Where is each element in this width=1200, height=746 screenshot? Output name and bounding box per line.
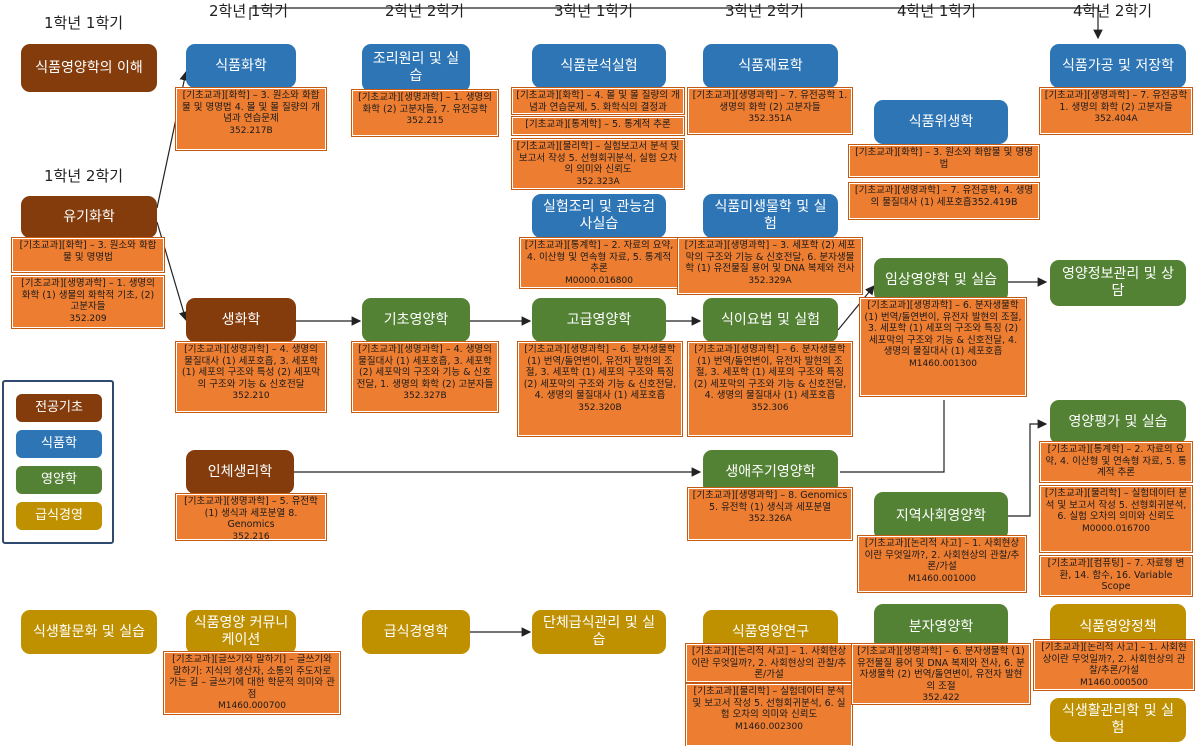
course-dietary-management[interactable]: 식생활관리학 및 실험 <box>1050 698 1186 742</box>
prereq-note: [기초교과][화학] – 4. 몰 및 몰 질량의 개념과 연습문제, 5. 화… <box>511 87 685 115</box>
course-clinical-nutrition[interactable]: 임상영양학 및 실습 <box>874 258 1008 302</box>
course-advanced-nutrition[interactable]: 고급영양학 <box>532 298 666 342</box>
legend-foodservice: 급식경영 <box>16 502 102 530</box>
semester-y4s1: 4학년 1학기 <box>897 2 977 20</box>
course-experimental-cooking[interactable]: 실험조리 및 관능검사실습 <box>532 194 666 238</box>
prereq-note: [기초교과][생명과학] – 6. 분자생물학 (1) 번역/돌연변이, 유전자… <box>517 341 683 437</box>
course-cooking-principles[interactable]: 조리원리 및 실습 <box>362 44 470 92</box>
course-group-foodservice[interactable]: 단체급식관리 및 실습 <box>532 610 666 654</box>
prereq-note: [기초교과][생명과학] – 6. 분자생물학 (1) 유전물질 용어 및 DN… <box>851 643 1031 705</box>
course-dietary-culture[interactable]: 식생활문화 및 실습 <box>21 610 157 654</box>
semester-y1s2: 1학년 2학기 <box>44 167 124 185</box>
course-food-analysis[interactable]: 식품분석실험 <box>532 44 666 88</box>
course-organic-chem[interactable]: 유기화학 <box>21 196 157 238</box>
course-food-processing[interactable]: 식품가공 및 저장학 <box>1050 44 1186 88</box>
prereq-note: [기초교과][생명과학] – 5. 유전학 (1) 생식과 세포분열 8. Ge… <box>175 493 327 541</box>
prereq-note: [기초교과][생명과학] – 1. 생명의 화학 (1) 생물의 화학적 기초,… <box>11 275 165 329</box>
legend-nutrition: 영양학 <box>16 466 102 494</box>
prereq-note: [기초교과][생명과학] – 1. 생명의 화학 (2) 고분자들, 7. 유전… <box>351 89 499 137</box>
course-diet-therapy[interactable]: 식이요법 및 실험 <box>703 298 838 342</box>
course-food-materials[interactable]: 식품재료학 <box>703 44 838 88</box>
timeline-line <box>249 7 1103 40</box>
course-food-chem[interactable]: 식품화학 <box>186 44 296 88</box>
arrow-community-to-assessment <box>1008 419 1048 517</box>
semester-y2s1: 2학년 1학기 <box>209 2 289 20</box>
prereq-note: [기초교과][컴퓨팅] – 7. 자료형 변환, 14. 함수, 16. Var… <box>1039 555 1193 597</box>
semester-y2s2: 2학년 2학기 <box>385 2 465 20</box>
course-nutrition-assessment[interactable]: 영양평가 및 실습 <box>1050 400 1186 444</box>
prereq-note: [기초교과][생명과학] – 6. 분자생물학 (1) 번역/돌연변이, 유전자… <box>859 297 1027 397</box>
prereq-note: [기초교과][통계학] – 2. 자료의 요약, 4. 이산형 및 연속형 자료… <box>1039 441 1193 483</box>
semester-y3s2: 3학년 2학기 <box>725 2 805 20</box>
prereq-note: [기초교과][화학] – 3. 원소와 화합물 및 명명법 <box>11 237 165 273</box>
prereq-note: [기초교과][물리학] – 실험보고서 분석 및 보고서 작성 5. 선형회귀분… <box>511 138 685 190</box>
prereq-note: [기초교과][물리학] – 실험데이터 분석 및 보고서 작성 5. 선형회귀분… <box>1039 485 1193 553</box>
line-clinical-to-lifecycle <box>840 400 945 473</box>
arrow-diet-to-clinical <box>837 285 875 331</box>
course-nutrition-info[interactable]: 영양정보관리 및 상담 <box>1050 260 1186 306</box>
prereq-note: [기초교과][생명과학] – 4. 생명의 물질대사 (1) 세포호흡, 3. … <box>351 341 499 413</box>
prereq-note: [기초교과][통계학] – 2. 자료의 요약, 4. 이산형 및 연속형 자료… <box>519 237 679 289</box>
course-basic-nutrition[interactable]: 기초영양학 <box>362 298 470 342</box>
prereq-note: [기초교과][논리적 사고] – 1. 사회현상이란 무엇일까?, 2. 사회현… <box>857 535 1027 593</box>
course-biochemistry[interactable]: 생화학 <box>186 298 296 342</box>
course-food-microbiology[interactable]: 식품미생물학 및 실험 <box>703 194 838 238</box>
course-molecular-nutrition[interactable]: 분자영양학 <box>874 604 1008 650</box>
legend: 전공기초 식품학 영양학 급식경영 <box>2 380 114 544</box>
semester-y3s1: 3학년 1학기 <box>554 2 634 20</box>
course-lifecycle-nutrition[interactable]: 생애주기영양학 <box>703 450 838 494</box>
prereq-note: [기초교과][생명과학] – 8. Genomics 5. 유전학 (1) 생식… <box>687 487 853 541</box>
course-foodservice-mgmt[interactable]: 급식경영학 <box>362 610 470 654</box>
prereq-note: [기초교과][글쓰기와 말하기] – 글쓰기와 말하기: 지식의 생산자, 소통… <box>163 651 341 715</box>
course-food-hygiene[interactable]: 식품위생학 <box>874 100 1008 144</box>
prereq-note: [기초교과][생명과학] – 4. 생명의 물질대사 (1) 세포호흡, 3. … <box>175 341 327 413</box>
prereq-note: [기초교과][생명과학] – 7. 유전공학 1. 생명의 화학 (2) 고분자… <box>1039 87 1193 135</box>
course-food-nutrition-intro[interactable]: 식품영양학의 이해 <box>21 44 157 92</box>
prereq-note: [기초교과][생명과학] – 6. 분자생물학 (1) 번역/돌연변이, 유전자… <box>687 341 853 437</box>
prereq-note: [기초교과][생명과학] – 3. 세포학 (2) 세포막의 구조와 기능 & … <box>677 237 863 295</box>
legend-food-science: 식품학 <box>16 430 102 458</box>
prereq-note: [기초교과][생명과학] – 7. 유전공학 1. 생명의 화학 (2) 고분자… <box>687 87 853 135</box>
prereq-note: [기초교과][통계학] – 5. 통계적 추론 <box>511 116 685 136</box>
prereq-note: [기초교과][물리학] – 실험데이터 분석 및 보고서 작성 5. 선형회귀분… <box>685 683 853 746</box>
prereq-note: [기초교과][논리적 사고] – 1. 사회현상이란 무엇일까?, 2. 사회현… <box>685 643 853 683</box>
prereq-note: [기초교과][논리적 사고] – 1. 사회현상이란 무엇일까?, 2. 사회현… <box>1033 639 1195 691</box>
prereq-note: [기초교과][화학] – 3. 원소와 화합물 및 명명법 <box>848 144 1040 178</box>
semester-y1s1: 1학년 1학기 <box>44 14 124 32</box>
legend-major-basic: 전공기초 <box>16 394 102 422</box>
course-community-nutrition[interactable]: 지역사회영양학 <box>874 492 1008 540</box>
prereq-note: [기초교과][화학] – 3. 원소와 화합물 및 명명법 4. 몰 및 몰 질… <box>175 87 327 151</box>
course-human-physiology[interactable]: 인체생리학 <box>186 450 294 494</box>
prereq-note: [기초교과][생명과학] – 7. 유전공학, 4. 생명의 물질대사 (1) … <box>848 182 1040 220</box>
course-food-communication[interactable]: 식품영양 커뮤니케이션 <box>186 610 296 654</box>
semester-y4s2: 4학년 2학기 <box>1073 2 1153 20</box>
